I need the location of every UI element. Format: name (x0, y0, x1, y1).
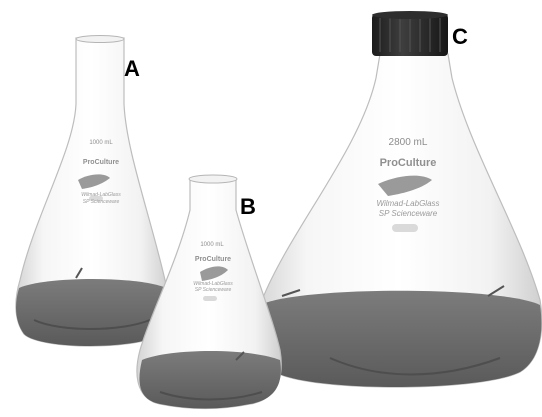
flask-a-liquid (16, 279, 169, 346)
flask-c-write-patch (392, 224, 418, 232)
flask-a-label: A (124, 56, 140, 81)
flask-a (15, 35, 169, 347)
flask-a-write-patch (89, 196, 103, 201)
flask-b-logo-icon (200, 266, 228, 281)
flask-b-write-patch (203, 296, 217, 301)
flask-c (255, 11, 542, 388)
flask-a-logo-icon (78, 174, 110, 189)
flask-a-maker-2: SP Scienceware (82, 199, 120, 205)
flask-b-maker-1: Wilmad-LabGlass (193, 281, 233, 287)
flask-b-brand: ProCulture (194, 256, 232, 263)
flask-c-volume: 2800 mL (388, 137, 428, 148)
flask-a-maker-1: Wilmad-LabGlass (81, 192, 121, 198)
flask-c-liquid (256, 290, 542, 387)
flask-b-maker-2: SP Scienceware (194, 287, 232, 293)
flask-b-label: B (240, 194, 256, 219)
flask-a-brand: ProCulture (82, 159, 120, 166)
flask-c-brand: ProCulture (379, 157, 437, 169)
flask-b (136, 174, 282, 410)
flask-c-logo-icon (378, 175, 432, 196)
flask-b-liquid (139, 351, 281, 409)
flask-c-maker-1: Wilmad-LabGlass (376, 199, 440, 208)
flask-c-label: C (452, 24, 468, 49)
flask-c-maker-2: SP Scienceware (378, 209, 438, 218)
flask-b-volume: 1000 mL (200, 242, 224, 248)
flask-a-volume: 1000 mL (89, 140, 113, 146)
